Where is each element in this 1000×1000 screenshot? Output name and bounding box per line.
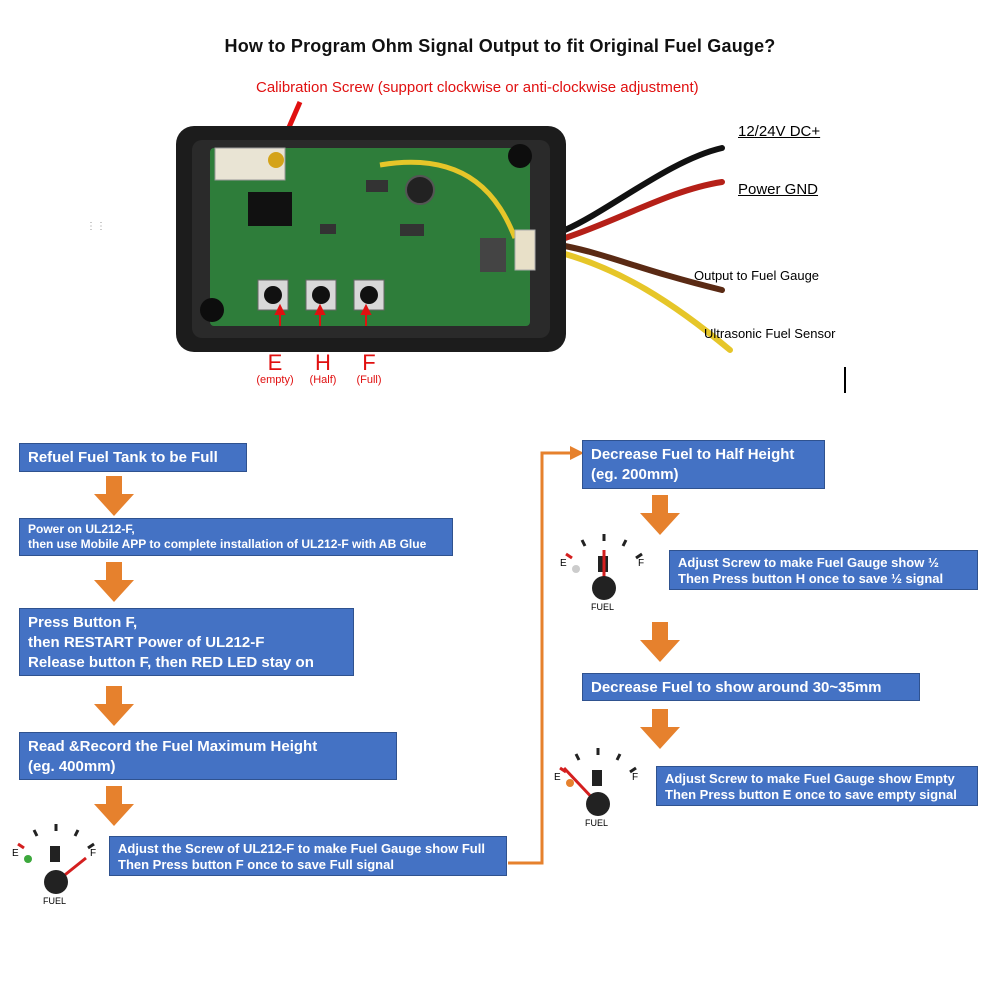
wire-label-gnd: Power GND (738, 181, 819, 198)
down-arrow-icon (640, 709, 680, 749)
step-decrease-half: Decrease Fuel to Half Height(eg. 200mm) (582, 440, 825, 489)
step-adjust-empty: Adjust Screw to make Fuel Gauge show Emp… (656, 766, 978, 806)
down-arrow-icon (640, 622, 680, 662)
push-buttons (257, 279, 385, 311)
ic-chip (248, 192, 292, 226)
wire-dc-plus (562, 145, 725, 233)
device-illustration (176, 126, 733, 353)
wire-label-output: Output to Fuel Gauge (694, 268, 820, 283)
wire-label-sensor: Ultrasonic Fuel Sensor (704, 326, 836, 341)
fuel-gauge-empty-icon: E F FUEL (550, 742, 646, 832)
down-arrow-icon (94, 476, 134, 516)
page-title: How to Program Ohm Signal Output to fit … (224, 36, 776, 56)
wires (562, 145, 733, 353)
drag-handle-icon[interactable]: ⋮⋮ (86, 221, 106, 232)
step-read-height: Read &Record the Fuel Maximum Height(eg.… (19, 732, 397, 780)
flow-connector (508, 446, 584, 865)
step-decrease-empty: Decrease Fuel to show around 30~35mm (582, 673, 920, 701)
button-label-empty: E(empty) (256, 350, 294, 387)
step-power-on: Power on UL212-F,then use Mobile APP to … (19, 518, 453, 556)
button-label-full: F(Full) (356, 350, 382, 387)
fuel-gauge-half-icon: E F FUEL (556, 528, 652, 618)
calibration-screw-label: Calibration Screw (support clockwise or … (256, 79, 699, 96)
wire-gnd (562, 179, 725, 241)
fuel-gauge-full-icon: E F FUEL (8, 818, 104, 908)
wire-label-dc-plus: 12/24V DC+ (738, 123, 821, 140)
wire-sensor (562, 251, 733, 353)
text-cursor (844, 367, 846, 393)
down-arrow-icon (94, 686, 134, 726)
step-adjust-full: Adjust the Screw of UL212-F to make Fuel… (109, 836, 507, 876)
capacitor (405, 175, 435, 205)
step-refuel: Refuel Fuel Tank to be Full (19, 443, 247, 472)
button-label-half: H(Half) (309, 350, 337, 387)
down-arrow-icon (94, 786, 134, 826)
wire-output (562, 243, 725, 293)
step-press-f: Press Button F,then RESTART Power of UL2… (19, 608, 354, 676)
down-arrow-icon (94, 562, 134, 602)
down-arrow-icon (640, 495, 680, 535)
